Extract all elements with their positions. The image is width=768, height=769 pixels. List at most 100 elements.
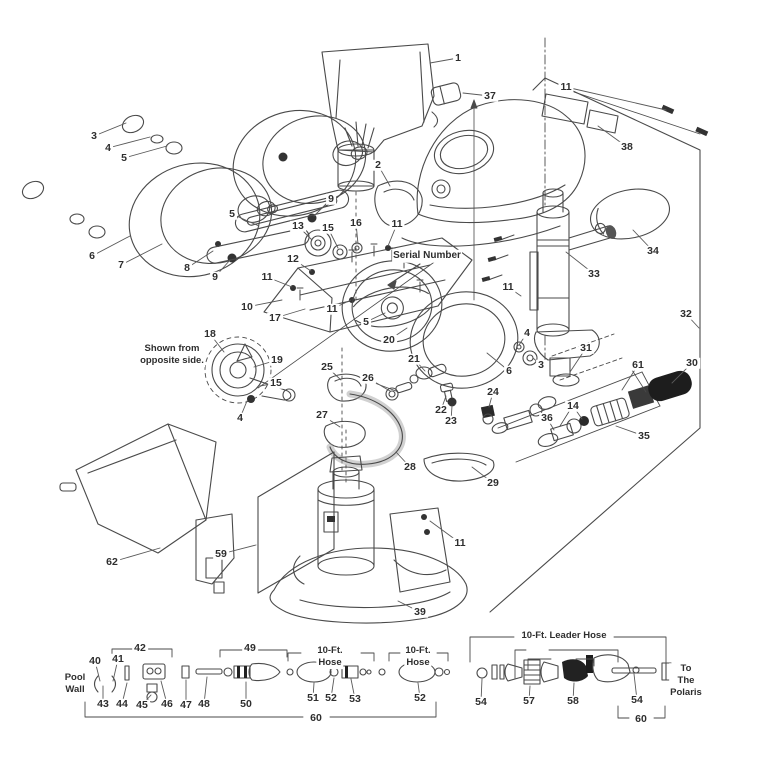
part-callout-13: 13 <box>290 219 306 232</box>
part-callout-28: 28 <box>402 460 418 473</box>
sweep-hose <box>326 390 406 468</box>
part-callout-39: 39 <box>412 605 428 618</box>
part-callout-46: 46 <box>159 697 175 710</box>
part-callout-8: 8 <box>182 261 192 274</box>
wear-plate <box>423 452 495 482</box>
float <box>590 188 670 240</box>
part-callout-50: 50 <box>238 697 254 710</box>
part-callout-57: 57 <box>521 694 537 707</box>
top-housing <box>374 99 586 247</box>
part-callout-5: 5 <box>361 315 371 328</box>
part-callout-11: 11 <box>389 217 405 230</box>
part-callout-54: 54 <box>473 695 489 708</box>
part-callout-31: 31 <box>578 341 594 354</box>
part-callout-25: 25 <box>319 360 335 373</box>
drive-sprockets <box>304 229 363 260</box>
part-callout-3: 3 <box>536 358 546 371</box>
part-callout-61: 61 <box>630 358 646 371</box>
part-callout-33: 33 <box>586 267 602 280</box>
mid-fittings <box>323 363 495 448</box>
bottom-bag <box>59 423 235 594</box>
wheel-mid <box>341 260 443 352</box>
opposite-side-note: Shown from opposite side. <box>139 343 205 367</box>
base-panel <box>257 451 335 594</box>
part-callout-32: 32 <box>678 307 694 320</box>
part-callout-11: 11 <box>452 536 468 549</box>
track-bar-lower <box>206 228 310 264</box>
part-callout-54: 54 <box>629 693 645 706</box>
axis-lines <box>257 37 546 483</box>
part-callout-52: 52 <box>323 691 339 704</box>
part-callout-15: 15 <box>268 376 284 389</box>
part-callout-34: 34 <box>645 244 661 257</box>
part-callout-48: 48 <box>196 697 212 710</box>
pool-wall-label: Pool Wall <box>63 672 87 696</box>
part-callout-11: 11 <box>558 80 574 93</box>
part-callout-3: 3 <box>89 129 99 142</box>
pump-column <box>317 455 375 576</box>
leader-hose-label: 10-Ft. Leader Hose <box>520 630 608 642</box>
part-callout-18: 18 <box>202 327 218 340</box>
axle-hardware <box>513 341 538 366</box>
part-callout-27: 27 <box>314 408 330 421</box>
part-callout-30: 30 <box>684 356 700 369</box>
shaft-assembly <box>491 333 692 463</box>
part-callout-37: 37 <box>482 89 498 102</box>
filter-bag <box>321 43 435 192</box>
part-callout-42: 42 <box>132 641 148 654</box>
serial-number-label: Serial Number <box>392 249 462 263</box>
mounting-panel <box>489 77 701 613</box>
part-callout-6: 6 <box>87 249 97 262</box>
part-callout-4: 4 <box>522 326 532 339</box>
part-callout-10: 10 <box>239 300 255 313</box>
part-callout-51: 51 <box>305 691 321 704</box>
hose-row <box>93 654 672 703</box>
part-callout-40: 40 <box>87 654 103 667</box>
wheel-right <box>232 109 368 217</box>
hose-label-1: 10-Ft. Hose <box>316 645 344 669</box>
feed-tube <box>481 188 617 387</box>
part-callout-2: 2 <box>373 158 383 171</box>
part-callout-15: 15 <box>320 221 336 234</box>
part-callout-14: 14 <box>565 399 581 412</box>
part-callout-49: 49 <box>242 641 258 654</box>
part-callout-7: 7 <box>116 258 126 271</box>
part-callout-59: 59 <box>213 547 229 560</box>
part-callout-44: 44 <box>114 697 130 710</box>
part-callout-53: 53 <box>347 692 363 705</box>
part-callout-43: 43 <box>95 697 111 710</box>
part-callout-4: 4 <box>103 141 113 154</box>
part-callout-6: 6 <box>504 364 514 377</box>
part-callout-60: 60 <box>308 711 324 724</box>
part-callout-36: 36 <box>539 411 555 424</box>
wheel-left <box>128 162 279 278</box>
part-callout-41: 41 <box>110 652 126 665</box>
leader-lines <box>91 57 700 706</box>
part-callout-9: 9 <box>210 270 220 283</box>
part-callout-62: 62 <box>104 555 120 568</box>
part-callout-17: 17 <box>267 311 283 324</box>
part-callout-4: 4 <box>235 411 245 424</box>
chassis-frame <box>263 237 473 333</box>
part-callout-60: 60 <box>633 712 649 725</box>
part-callout-35: 35 <box>636 429 652 442</box>
part-callout-5: 5 <box>119 151 129 164</box>
part-callout-11: 11 <box>324 302 340 315</box>
part-callout-11: 11 <box>259 270 275 283</box>
to-polaris-label: To The Polaris <box>669 663 703 699</box>
part-callout-23: 23 <box>443 414 459 427</box>
tire <box>409 291 519 389</box>
base-shell <box>269 507 468 624</box>
part-callout-29: 29 <box>485 476 501 489</box>
part-callout-26: 26 <box>360 371 376 384</box>
part-callout-1: 1 <box>453 51 463 64</box>
track-bar-upper <box>234 189 350 233</box>
part-callout-45: 45 <box>134 698 150 711</box>
bag-collar <box>430 82 462 128</box>
part-callout-9: 9 <box>326 192 336 205</box>
washers-and-nuts <box>21 114 317 263</box>
ratchet-detail <box>204 336 296 404</box>
part-callout-20: 20 <box>381 333 397 346</box>
